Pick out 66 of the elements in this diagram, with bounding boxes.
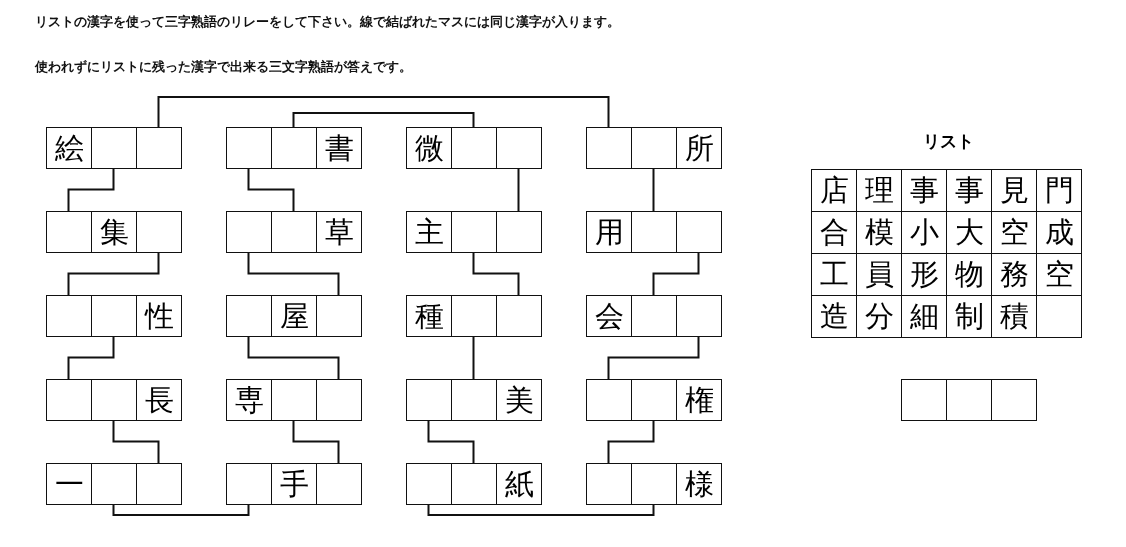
connector-line <box>652 251 700 296</box>
kanji-square: 絵 <box>46 127 92 169</box>
connector-line <box>157 96 610 128</box>
list-kanji: 分 <box>857 296 902 338</box>
list-kanji: 細 <box>902 296 947 338</box>
connector-line <box>292 112 475 128</box>
list-kanji: 務 <box>992 254 1037 296</box>
list-kanji: 事 <box>902 170 947 212</box>
list-kanji: 模 <box>857 212 902 254</box>
connector-line <box>247 167 295 212</box>
list-kanji: 事 <box>947 170 992 212</box>
connector-line <box>472 335 475 380</box>
list-kanji: 制 <box>947 296 992 338</box>
connector-line <box>472 251 520 296</box>
connector-line <box>112 503 250 516</box>
connector-line <box>427 503 655 516</box>
list-kanji: 空 <box>992 212 1037 254</box>
kanji-square: 会 <box>586 295 632 337</box>
connector-line <box>67 251 160 296</box>
list-heading: リスト <box>921 130 975 153</box>
list-kanji: 小 <box>902 212 947 254</box>
kanji-square: 長 <box>136 379 182 421</box>
connector-line <box>67 167 115 212</box>
kanji-square: 所 <box>676 127 722 169</box>
kanji-square: 紙 <box>496 463 542 505</box>
list-kanji: 大 <box>947 212 992 254</box>
connector-line <box>607 419 655 464</box>
kanji-square: 種 <box>406 295 452 337</box>
list-kanji: 合 <box>812 212 857 254</box>
list-kanji: 員 <box>857 254 902 296</box>
kanji-square: 美 <box>496 379 542 421</box>
kanji-square: 草 <box>316 211 362 253</box>
connector-line <box>427 419 475 464</box>
kanji-square: 主 <box>406 211 452 253</box>
connector-line <box>112 419 160 464</box>
connector-line <box>517 167 520 212</box>
list-kanji: 形 <box>902 254 947 296</box>
connector-line <box>67 335 115 380</box>
list-kanji: 空 <box>1037 254 1082 296</box>
list-kanji: 理 <box>857 170 902 212</box>
list-kanji: 見 <box>992 170 1037 212</box>
connector-line <box>292 419 340 464</box>
connector-line <box>607 335 700 380</box>
connector-line <box>652 167 655 212</box>
list-kanji: 工 <box>812 254 857 296</box>
kanji-square: 権 <box>676 379 722 421</box>
kanji-square: 屋 <box>271 295 317 337</box>
list-kanji: 成 <box>1037 212 1082 254</box>
list-kanji: 物 <box>947 254 992 296</box>
list-kanji: 門 <box>1037 170 1082 212</box>
list-kanji: 造 <box>812 296 857 338</box>
kanji-square: 様 <box>676 463 722 505</box>
connector-line <box>247 335 340 380</box>
list-kanji: 店 <box>812 170 857 212</box>
kanji-square: 用 <box>586 211 632 253</box>
kanji-square: 手 <box>271 463 317 505</box>
kanji-square: 一 <box>46 463 92 505</box>
kanji-square: 集 <box>91 211 137 253</box>
instruction-text: リストの漢字を使って三字熟語のリレーをして下さい。線で結ばれたマスには同じ漢字が入ります。 <box>35 14 620 31</box>
kanji-square: 微 <box>406 127 452 169</box>
kanji-square: 性 <box>136 295 182 337</box>
kanji-square: 書 <box>316 127 362 169</box>
instruction-text: 使われずにリストに残った漢字で出来る三文字熟語が答えです。 <box>35 59 412 76</box>
list-kanji: 積 <box>992 296 1037 338</box>
kanji-square: 専 <box>226 379 272 421</box>
connector-line <box>247 251 340 296</box>
